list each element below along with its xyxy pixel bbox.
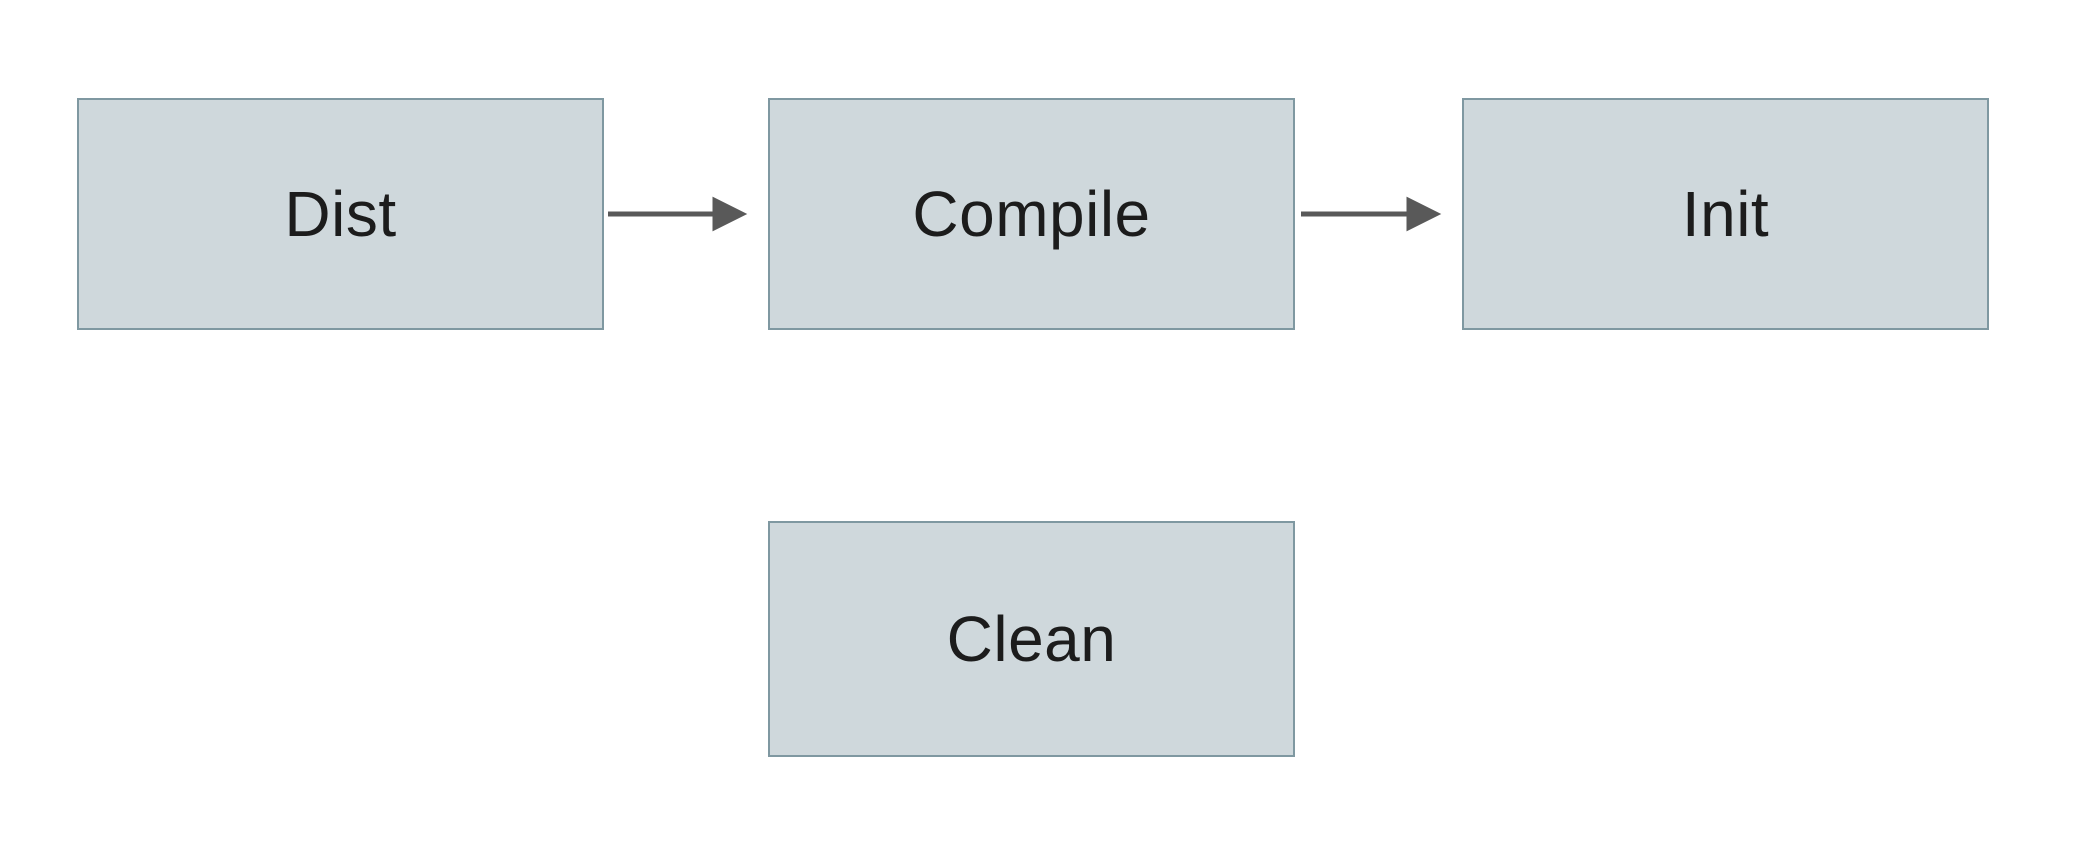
- node-dist[interactable]: Dist: [77, 98, 604, 330]
- node-compile[interactable]: Compile: [768, 98, 1295, 330]
- node-dist-label: Dist: [284, 178, 397, 250]
- node-clean[interactable]: Clean: [768, 521, 1295, 757]
- node-init-label: Init: [1681, 178, 1770, 250]
- node-clean-label: Clean: [946, 603, 1117, 675]
- node-compile-label: Compile: [912, 178, 1151, 250]
- node-init[interactable]: Init: [1462, 98, 1989, 330]
